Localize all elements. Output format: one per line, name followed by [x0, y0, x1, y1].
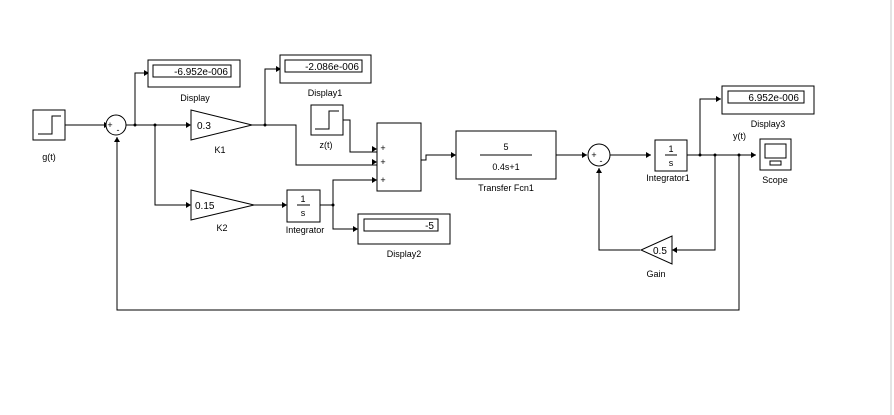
- step-g-label: g(t): [42, 152, 56, 162]
- display3-label: Display3: [751, 119, 786, 129]
- signal-arrowheads: [104, 66, 756, 253]
- k2-label: K2: [216, 223, 227, 233]
- sum-block-2[interactable]: + -: [587, 143, 611, 167]
- display1-label: Display1: [308, 88, 343, 98]
- sum-block-4-input[interactable]: + + +: [376, 122, 422, 192]
- gain-block-k1[interactable]: 0.3 K1: [190, 109, 253, 155]
- integrator-numerator: 1: [300, 194, 305, 204]
- display1-block[interactable]: -2.086e-006 Display1: [279, 54, 372, 98]
- integrator1-numerator: 1: [668, 144, 673, 154]
- integrator-denominator: s: [301, 208, 306, 218]
- gain-value: 0.5: [653, 246, 667, 257]
- display-block[interactable]: -6.952e-006 Display: [147, 59, 241, 103]
- integrator1-block[interactable]: 1 s Integrator1: [646, 139, 690, 183]
- sum-block-1[interactable]: + -: [105, 114, 127, 136]
- mux-sign-3: +: [380, 175, 385, 185]
- tf1-numerator: 5: [503, 142, 508, 152]
- integrator-label: Integrator: [286, 225, 325, 235]
- gain-label: Gain: [646, 269, 665, 279]
- signal-lines: [65, 68, 756, 311]
- transfer-fcn1-block[interactable]: 5 0.4s+1 Transfer Fcn1: [455, 130, 557, 193]
- tf1-label: Transfer Fcn1: [478, 183, 534, 193]
- signal-label-y: y(t): [733, 131, 746, 141]
- display-value: -6.952e-006: [174, 67, 228, 78]
- step-block-g[interactable]: g(t): [32, 109, 66, 162]
- integrator1-denominator: s: [669, 158, 674, 168]
- sum2-sign-plus: +: [591, 150, 596, 160]
- scope-label: Scope: [762, 175, 788, 185]
- sum1-sign-minus: -: [117, 125, 120, 135]
- display2-block[interactable]: -5 Display2: [357, 213, 451, 259]
- gain-block-feedback[interactable]: 0.5 Gain: [639, 235, 673, 279]
- tf1-denominator: 0.4s+1: [492, 162, 519, 172]
- k1-label: K1: [214, 145, 225, 155]
- integrator1-label: Integrator1: [646, 173, 690, 183]
- scope-block[interactable]: Scope: [759, 138, 792, 185]
- k1-value: 0.3: [197, 121, 211, 132]
- display2-value: -5: [425, 221, 434, 232]
- sum2-sign-minus: -: [600, 156, 603, 166]
- display3-block[interactable]: 6.952e-006 Display3: [721, 85, 815, 129]
- k2-value: 0.15: [195, 201, 215, 212]
- display-label: Display: [180, 93, 210, 103]
- display3-value: 6.952e-006: [748, 93, 799, 104]
- display2-label: Display2: [387, 249, 422, 259]
- gain-block-k2[interactable]: 0.15 K2: [190, 189, 255, 233]
- mux-sign-2: +: [380, 157, 385, 167]
- sum1-sign-plus: +: [107, 120, 112, 130]
- integrator-block[interactable]: 1 s Integrator: [286, 189, 325, 235]
- step-block-z[interactable]: z(t): [310, 104, 344, 150]
- step-z-label: z(t): [320, 140, 333, 150]
- display1-value: -2.086e-006: [305, 62, 359, 73]
- mux-sign-1: +: [380, 143, 385, 153]
